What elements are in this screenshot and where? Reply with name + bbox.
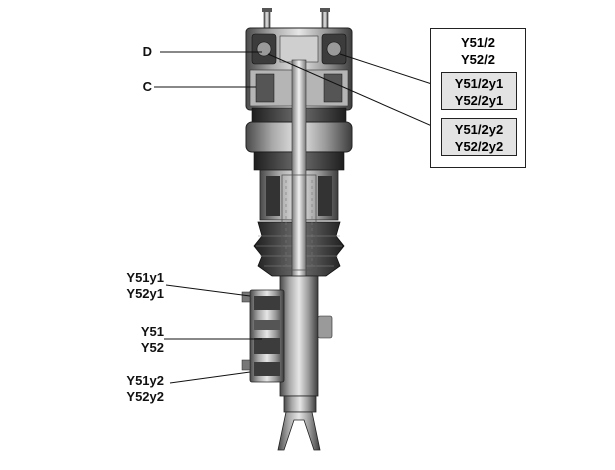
legend-y51-2: Y51/2: [461, 35, 495, 50]
legend-y52-2y1: Y52/2y1: [454, 93, 504, 108]
side-valve-block: [241, 289, 285, 383]
label-y51y2-group: Y51y2 Y52y2: [108, 373, 164, 405]
legend-y51-2y2: Y51/2y2: [454, 122, 504, 137]
legend-y52-2y2: Y52/2y2: [454, 139, 504, 154]
damper-tube: [279, 275, 333, 397]
label-c: C: [142, 79, 152, 94]
legend-y52-2: Y52/2: [461, 52, 495, 67]
label-y52y2: Y52y2: [126, 389, 164, 404]
legend-box-title: Y51/2 Y52/2: [430, 34, 526, 68]
label-y51-group: Y51 Y52: [108, 324, 164, 356]
legend-y51-2y1: Y51/2y1: [454, 76, 504, 91]
legend-subbox-y1: Y51/2y1 Y52/2y1: [441, 72, 517, 110]
legend-subbox-y2: Y51/2y2 Y52/2y2: [441, 118, 517, 156]
label-y51y2: Y51y2: [126, 373, 164, 388]
label-y51y1: Y51y1: [126, 270, 164, 285]
label-d: D: [142, 44, 152, 59]
label-y51: Y51: [140, 324, 164, 339]
label-y52y1: Y52y1: [126, 286, 164, 301]
label-y51y1-group: Y51y1 Y52y1: [108, 270, 164, 302]
leader-lines: [154, 51, 442, 384]
lower-fork-mount: [277, 395, 321, 451]
label-y52: Y52: [140, 340, 164, 355]
